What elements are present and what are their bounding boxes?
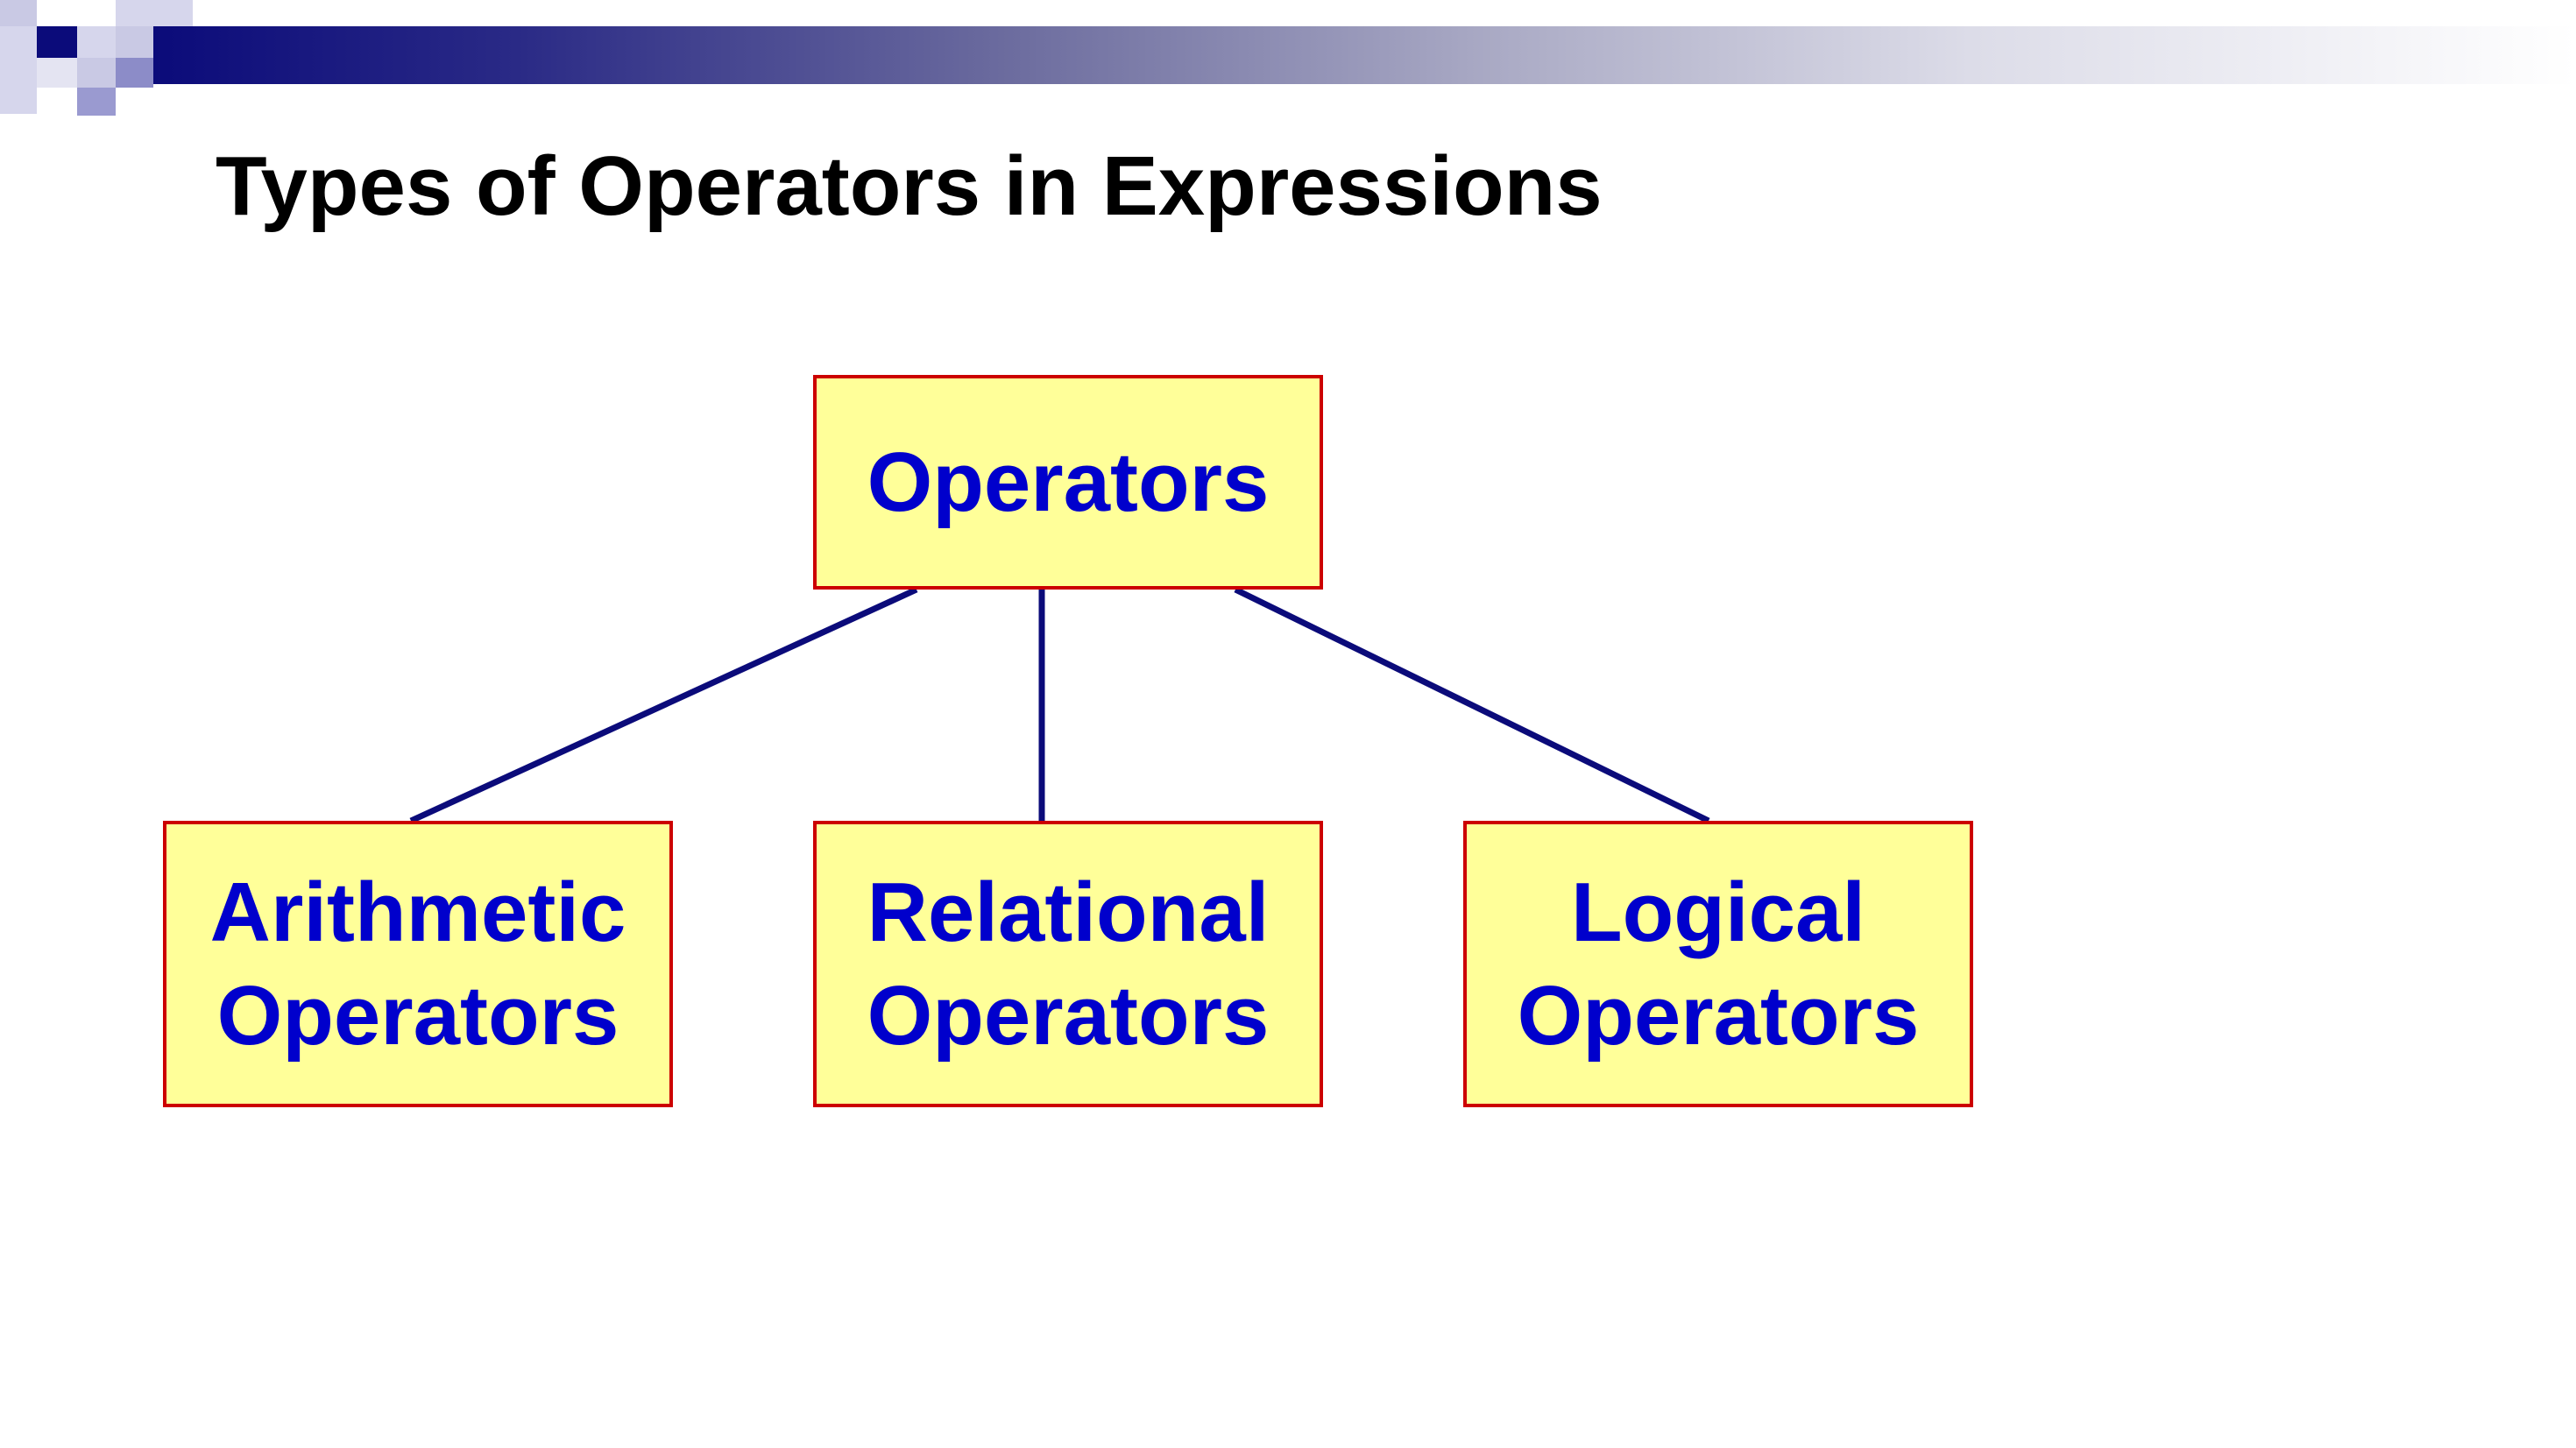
decor-square [37,26,77,58]
connector-root-arithmetic [409,586,918,824]
decor-square [37,58,77,88]
node-label-line1: Arithmetic [209,865,626,960]
node-logical-operators: Logical Operators [1463,821,1973,1107]
decor-square [77,58,116,88]
node-relational-operators: Relational Operators [813,821,1323,1107]
connector-root-logical [1234,586,1710,824]
header-gradient-bar [153,26,2576,84]
decor-square [116,26,153,58]
node-arithmetic-operators: Arithmetic Operators [163,821,673,1107]
node-label-line2: Operators [216,968,619,1063]
node-label-line2: Operators [867,968,1270,1063]
decor-square [116,0,193,26]
slide-title: Types of Operators in Expressions [216,139,1603,233]
node-operators: Operators [813,375,1323,590]
node-label-line1: Relational [867,865,1270,960]
node-label-line1: Logical [1570,865,1866,960]
decor-square [116,58,153,88]
decor-square [77,88,116,116]
node-label-line2: Operators [1517,968,1920,1063]
decor-square [77,26,116,58]
node-label: Operators [867,434,1270,529]
decor-square [0,0,37,26]
decor-square [0,26,37,114]
